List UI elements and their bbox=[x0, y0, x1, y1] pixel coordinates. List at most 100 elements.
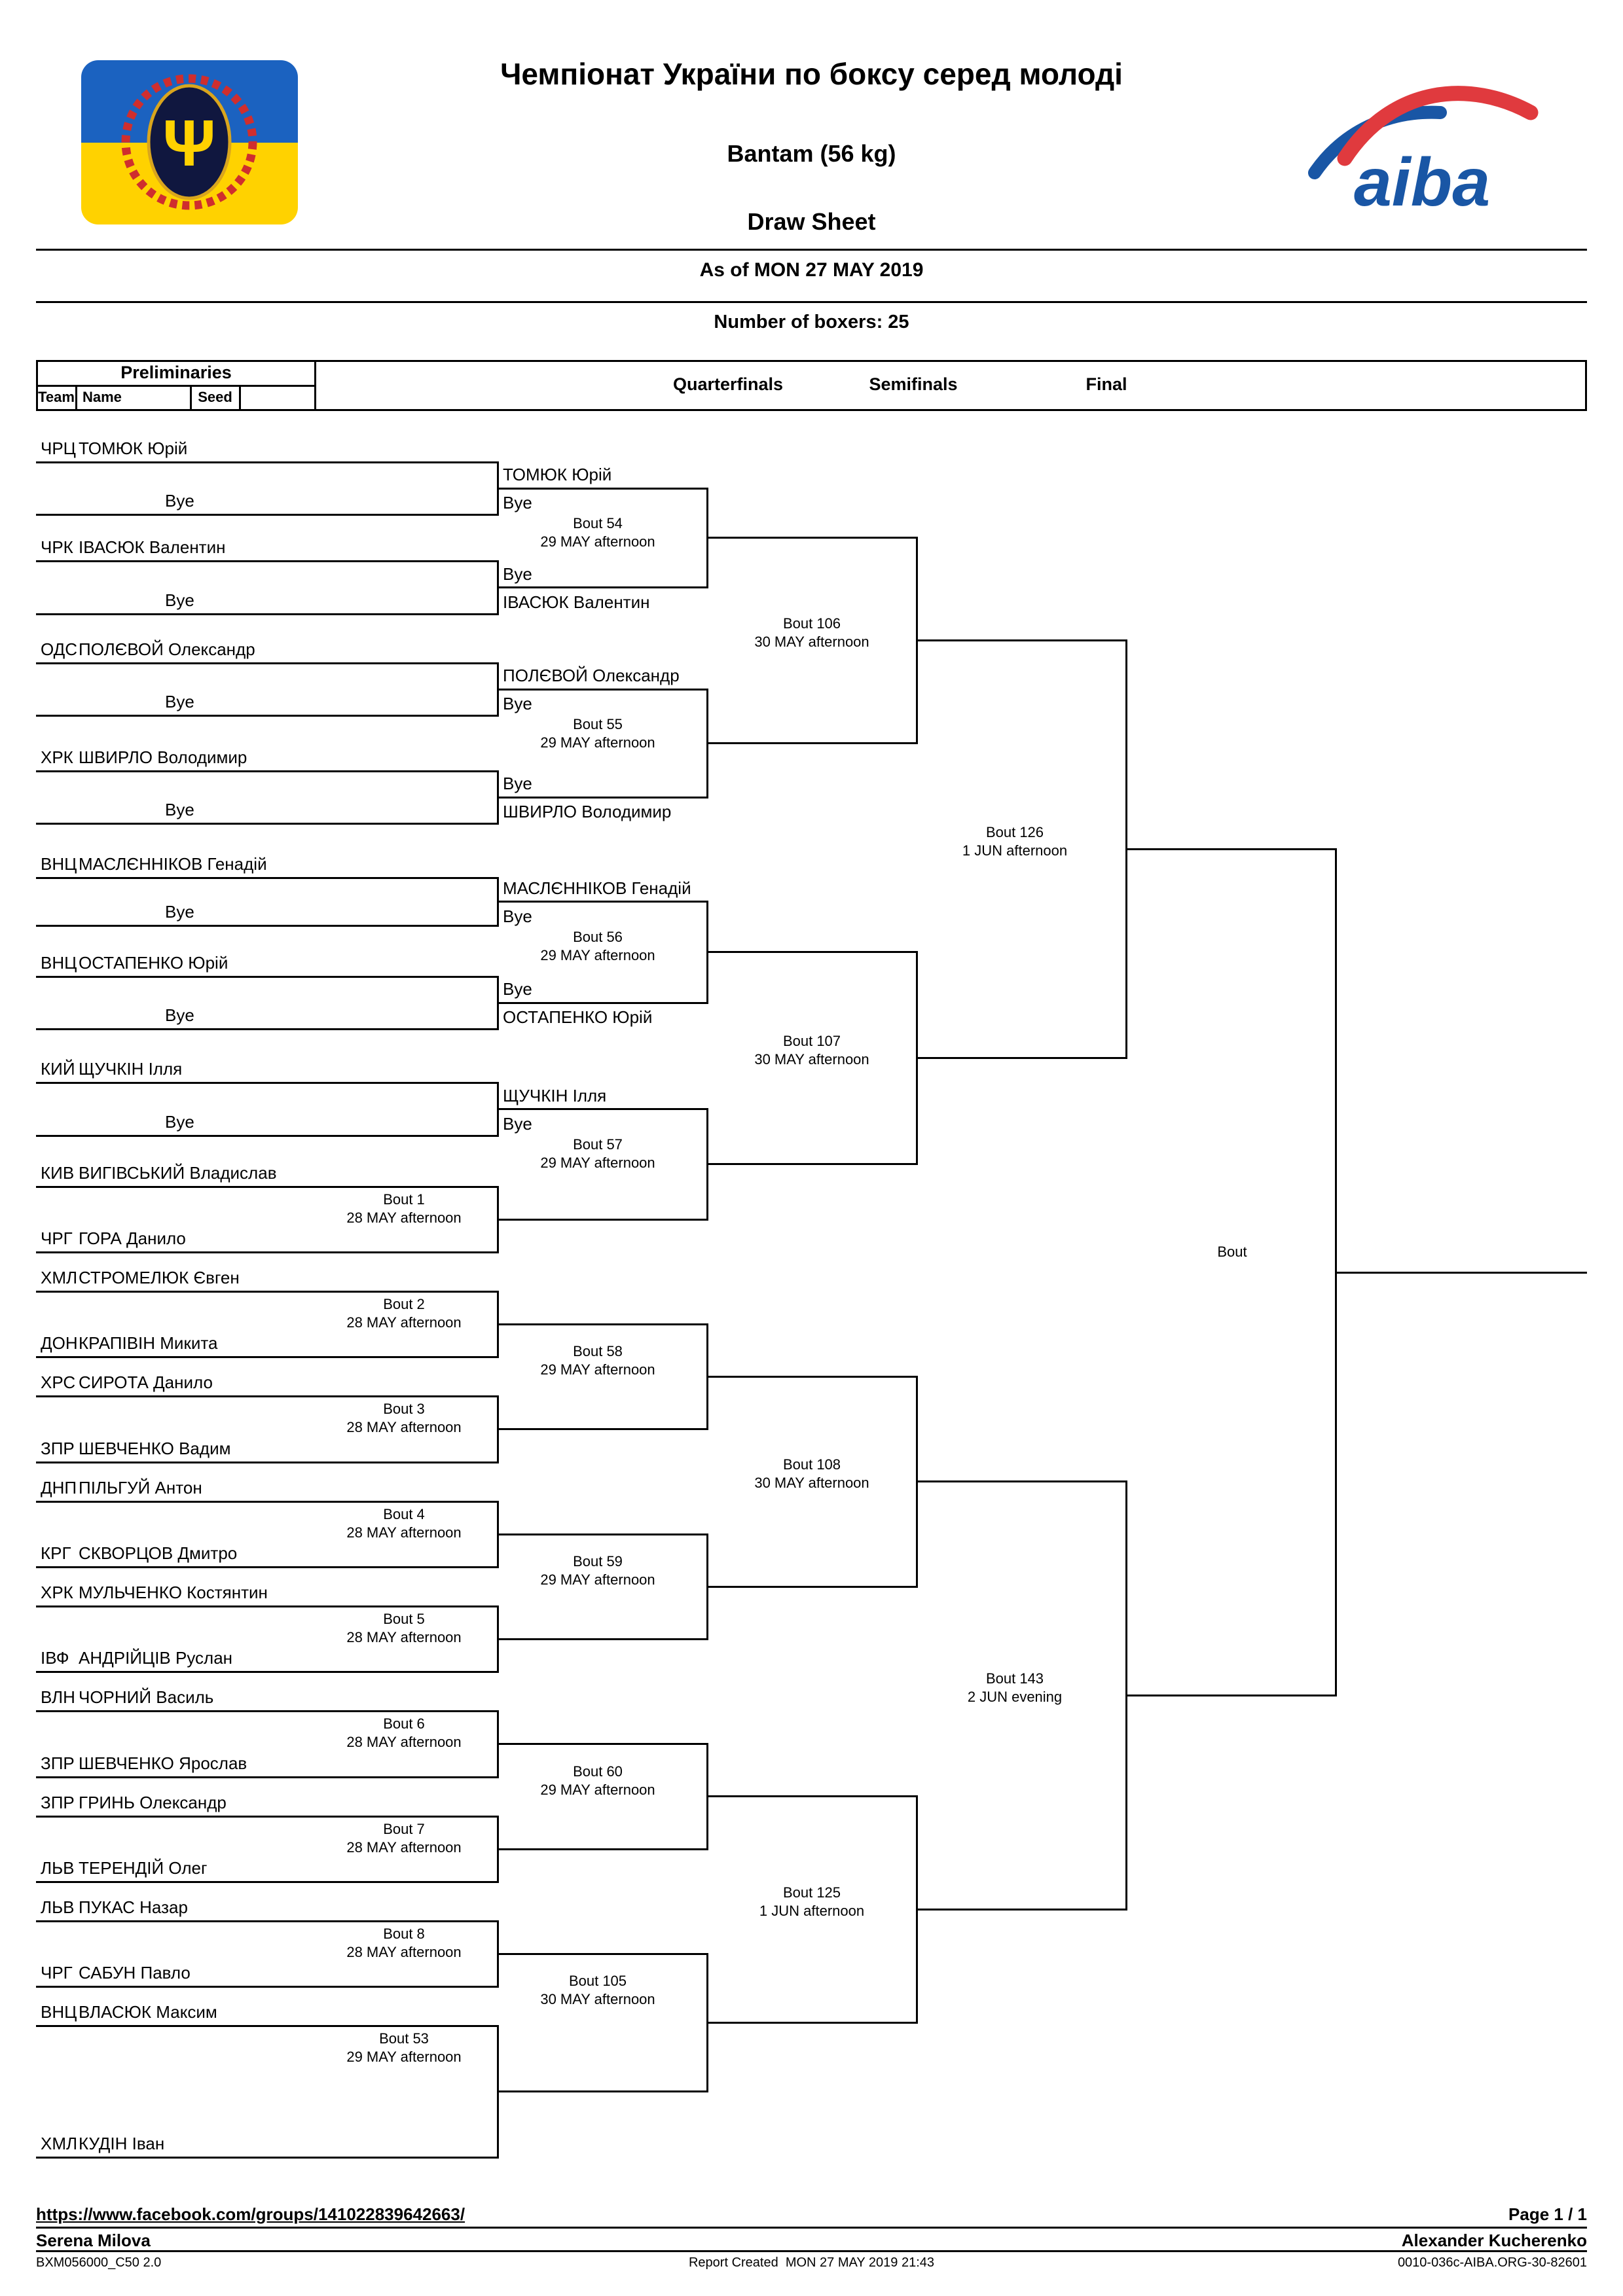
report-created: Report Created MON 27 MAY 2019 21:43 bbox=[688, 2255, 935, 2270]
band-divider bbox=[75, 385, 77, 411]
r1-slot-line bbox=[36, 613, 498, 615]
aiba-logo: aiba bbox=[1308, 86, 1539, 221]
document-code: BXM056000_C50 2.0 bbox=[36, 2255, 162, 2270]
bout-date: 30 MAY afternoon bbox=[754, 633, 869, 650]
boxer-name: ПУКАС Назар bbox=[79, 1897, 188, 1917]
column-header-semifinals: Semifinals bbox=[869, 374, 958, 394]
r2-slot-line bbox=[498, 2090, 707, 2092]
boxer-team: ВНЦ bbox=[41, 854, 77, 874]
r1-slot-line bbox=[36, 1566, 498, 1568]
prelim-bout-label: Bout 6 28 MAY afternoon bbox=[286, 1715, 522, 1751]
bout-number: Bout 2 bbox=[383, 1296, 425, 1312]
boxer-team: ЗПР bbox=[41, 1793, 75, 1812]
sf-slot-line bbox=[917, 1480, 1126, 1483]
champion-line bbox=[1336, 1271, 1587, 1274]
r1-slot-line bbox=[36, 822, 498, 825]
divider bbox=[36, 2250, 1587, 2252]
qf-slot-line bbox=[707, 1163, 917, 1166]
r2-slot-line bbox=[498, 1001, 707, 1004]
boxer-team: КРГ bbox=[41, 1543, 71, 1563]
boxer-team: ІВФ bbox=[41, 1648, 69, 1668]
boxer-name: САБУН Павло bbox=[79, 1963, 191, 1982]
bout-number: Bout 125 bbox=[782, 1884, 841, 1901]
r1-slot-line bbox=[36, 1355, 498, 1358]
official-left: Serena Milova bbox=[36, 2231, 151, 2250]
reference-code: 0010-036c-AIBA.ORG-30-82601 bbox=[1397, 2255, 1587, 2270]
trident-icon: Ψ bbox=[163, 107, 216, 180]
advancer-name: МАСЛЄННІКОВ Генадій bbox=[503, 878, 691, 898]
qf-slot-line bbox=[707, 1375, 917, 1378]
boxer-name: ЩУЧКІН Ілля bbox=[79, 1059, 183, 1079]
divider bbox=[36, 249, 1587, 251]
boxer-name: ЧОРНИЙ Василь bbox=[79, 1687, 214, 1707]
qf-slot-line bbox=[707, 951, 917, 954]
bye-note: Bye bbox=[503, 694, 532, 713]
bout-date: 30 MAY afternoon bbox=[540, 1991, 655, 2007]
band-divider bbox=[314, 360, 316, 411]
r2-slot-line bbox=[498, 1533, 707, 1535]
r1-slot-line bbox=[36, 1776, 498, 1778]
r1-slot-line bbox=[36, 1081, 498, 1084]
boxer-name: ГОРА Данило bbox=[79, 1229, 186, 1248]
final-slot-line bbox=[1126, 1695, 1336, 1697]
boxer-team: ХРК bbox=[41, 747, 73, 767]
boxer-team: ОДС bbox=[41, 639, 78, 659]
boxer-team: ЧРК bbox=[41, 537, 73, 557]
boxer-team: ДОН bbox=[41, 1333, 78, 1353]
boxer-name: КУДІН Іван bbox=[79, 2134, 165, 2153]
bye-label: Bye bbox=[165, 902, 194, 922]
bout-number: Bout bbox=[1217, 1244, 1247, 1261]
boxer-name: КРАПІВІН Микита bbox=[79, 1333, 218, 1353]
boxer-team: ЗПР bbox=[41, 1753, 75, 1773]
federation-logo: Ψ bbox=[81, 60, 298, 224]
r1-slot-line bbox=[36, 975, 498, 978]
r2-slot-line bbox=[498, 1743, 707, 1745]
boxer-name: СТРОМЕЛЮК Євген bbox=[79, 1268, 240, 1287]
bye-label: Bye bbox=[165, 692, 194, 711]
bout-number: Bout 53 bbox=[379, 2030, 429, 2047]
bout-number: Bout 58 bbox=[573, 1343, 623, 1359]
as-of-date: As of MON 27 MAY 2019 bbox=[699, 259, 924, 281]
band-divider bbox=[190, 385, 192, 411]
bye-label: Bye bbox=[165, 800, 194, 819]
bout-date: 28 MAY afternoon bbox=[346, 1314, 462, 1331]
boxer-name: ПІЛЬГУЙ Антон bbox=[79, 1478, 202, 1498]
bout-number: Bout 1 bbox=[383, 1191, 425, 1208]
column-header-team: Team bbox=[38, 389, 75, 405]
r1-slot-line bbox=[36, 1395, 498, 1397]
r1-slot-line bbox=[36, 1880, 498, 1883]
bout-number: Bout 54 bbox=[573, 515, 623, 531]
bout-number: Bout 55 bbox=[573, 716, 623, 732]
r2-slot-line bbox=[498, 1323, 707, 1325]
page-number: Page 1 / 1 bbox=[1508, 2204, 1587, 2224]
bout-date: 28 MAY afternoon bbox=[346, 1734, 462, 1750]
r1-slot-line bbox=[36, 560, 498, 562]
facebook-link[interactable]: https://www.facebook.com/groups/14102283… bbox=[36, 2204, 465, 2224]
divider bbox=[36, 2227, 1587, 2229]
boxer-team: ВНЦ bbox=[41, 2002, 77, 2022]
advancer-name: ОСТАПЕНКО Юрій bbox=[503, 1007, 653, 1027]
page-title: Чемпіонат України по боксу серед молоді bbox=[500, 57, 1123, 91]
bye-label: Bye bbox=[165, 1005, 194, 1025]
r2-slot-line bbox=[498, 1218, 707, 1221]
final-slot-line bbox=[1126, 848, 1336, 851]
bout-date: 1 JUN afternoon bbox=[962, 842, 1068, 859]
r1-slot-line bbox=[36, 1461, 498, 1463]
r2-slot-line bbox=[498, 688, 707, 691]
column-header-final: Final bbox=[1085, 374, 1127, 394]
boxer-name: ВИГІВСЬКИЙ Владислав bbox=[79, 1163, 277, 1183]
column-header-name: Name bbox=[82, 389, 122, 405]
bout-number: Bout 6 bbox=[383, 1715, 425, 1732]
bout-number: Bout 7 bbox=[383, 1821, 425, 1837]
boxer-team: ХРС bbox=[41, 1372, 76, 1392]
